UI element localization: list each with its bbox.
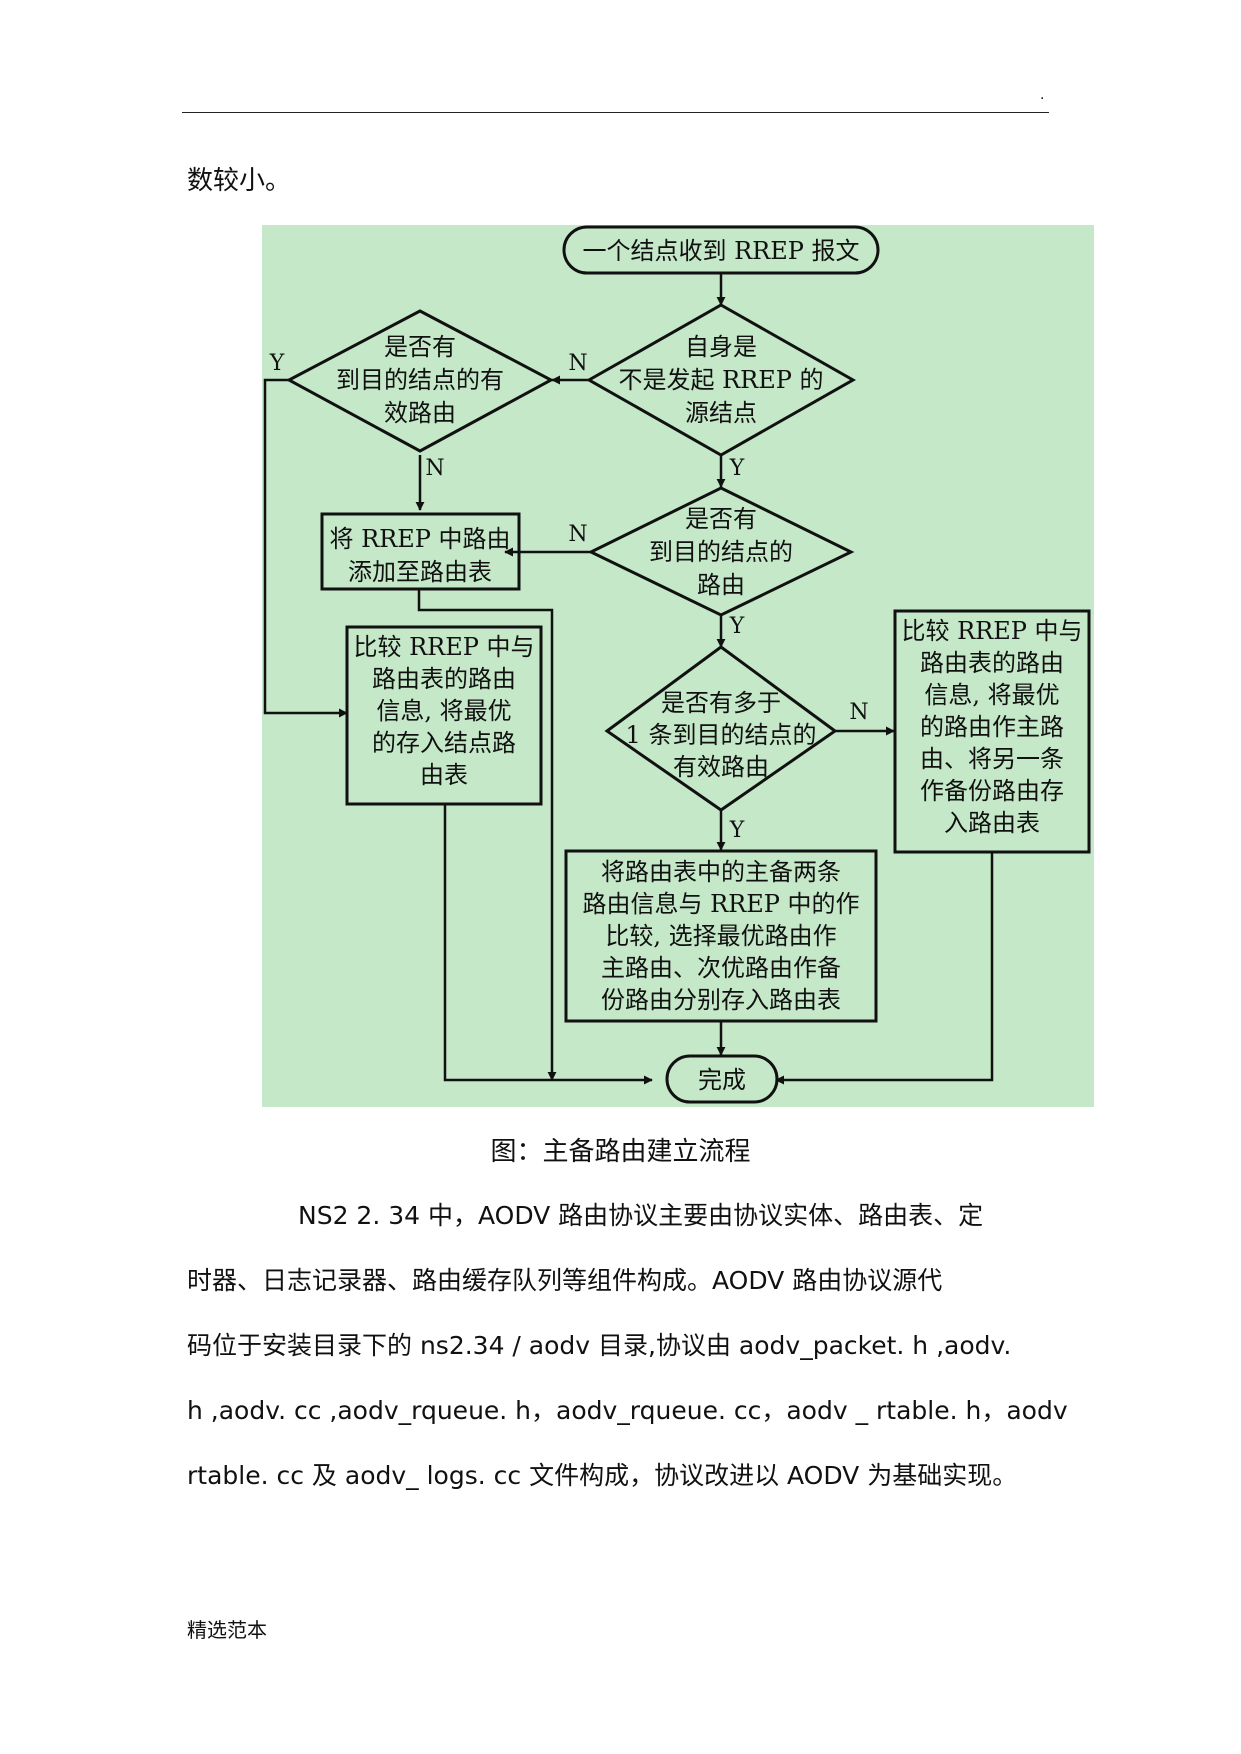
box-add-text: 将 RREP 中路由 添加至路由表 [329,525,510,586]
label-y-route: Y [729,614,745,639]
label-n-source: N [568,351,587,376]
box-compare-left [345,625,543,806]
svg-text:作备份路由存: 作备份路由存 [920,777,1064,805]
footer-text: 精选范本 [187,1618,267,1642]
svg-text:主路由、次优路由作备: 主路由、次优路由作备 [601,954,841,982]
svg-text:1 条到目的结点的: 1 条到目的结点的 [626,721,817,749]
paragraph-line: h ,aodv. cc ,aodv_rqueue. h，aodv_rqueue.… [187,1396,1068,1425]
svg-text:路由表的路由: 路由表的路由 [372,665,516,693]
svg-text:自身是: 自身是 [685,333,757,361]
figure-caption: 图：主备路由建立流程 [490,1137,751,1167]
label-n-route: N [568,522,587,547]
end-label: 完成 [698,1066,746,1094]
svg-text:路由信息与 RREP 中的作: 路由信息与 RREP 中的作 [582,890,859,918]
svg-text:由、将另一条: 由、将另一条 [920,745,1064,773]
svg-text:份路由分别存入路由表: 份路由分别存入路由表 [601,986,841,1014]
decision-has-valid-route-left [285,309,555,453]
paragraph-line: rtable. cc 及 aodv_ logs. cc 文件构成，协议改进以 A… [187,1461,1018,1490]
end-terminal [665,1054,779,1104]
svg-text:不是发起 RREP 的: 不是发起 RREP 的 [618,366,823,394]
svg-text:到目的结点的: 到目的结点的 [649,538,793,566]
decision-has-route [587,486,855,617]
intro-text: 数较小。 [187,166,292,196]
box-add-route [320,512,521,591]
svg-text:添加至路由表: 添加至路由表 [348,558,492,586]
decision-source-text: 自身是 不是发起 RREP 的 源结点 [618,333,823,427]
label-y-source: Y [729,456,745,481]
svg-text:的路由作主路: 的路由作主路 [920,713,1064,741]
label-y-left: Y [269,351,285,376]
paragraph-line: 时器、日志记录器、路由缓存队列等组件构成。AODV 路由协议源代 [187,1266,943,1295]
svg-text:有效路由: 有效路由 [673,753,769,781]
svg-text:是否有: 是否有 [685,505,757,533]
label-n-left: N [425,456,444,481]
decision-left-text: 是否有 到目的结点的有 效路由 [336,333,504,427]
svg-text:比较 RREP 中与: 比较 RREP 中与 [901,617,1082,645]
header-mark: . [1040,87,1045,103]
box-compare-right [893,609,1091,854]
label-n-multi: N [849,700,868,725]
start-label: 一个结点收到 RREP 报文 [582,237,859,265]
svg-text:是否有多于: 是否有多于 [661,689,781,717]
decision-route-text: 是否有 到目的结点的 路由 [649,505,793,599]
svg-text:信息, 将最优: 信息, 将最优 [924,681,1059,709]
svg-text:的存入结点路: 的存入结点路 [372,729,516,757]
box-compare-left-text: 比较 RREP 中与 路由表的路由 信息, 将最优 的存入结点路 由表 [353,633,534,789]
decision-multi-text: 是否有多于 1 条到目的结点的 有效路由 [626,689,817,781]
svg-text:由表: 由表 [420,761,468,789]
label-y-multi: Y [729,818,745,843]
box-compare-right-text: 比较 RREP 中与 路由表的路由 信息, 将最优 的路由作主路 由、将另一条 … [901,617,1082,837]
svg-text:将路由表中的主备两条: 将路由表中的主备两条 [601,858,841,886]
svg-text:比较 RREP 中与: 比较 RREP 中与 [353,633,534,661]
decision-multiple-routes [604,645,838,812]
flowchart-background [262,225,1094,1107]
start-terminal [562,225,880,275]
svg-text:信息, 将最优: 信息, 将最优 [376,697,511,725]
header-rule [182,112,1049,113]
svg-text:效路由: 效路由 [384,399,456,427]
box-compare-both [564,849,878,1023]
svg-text:入路由表: 入路由表 [944,809,1040,837]
svg-text:到目的结点的有: 到目的结点的有 [336,366,504,394]
svg-text:比较, 选择最优路由作: 比较, 选择最优路由作 [605,922,836,950]
box-compare-both-text: 将路由表中的主备两条 路由信息与 RREP 中的作 比较, 选择最优路由作 主路… [582,858,859,1014]
svg-text:源结点: 源结点 [685,399,757,427]
paragraph-line: 码位于安装目录下的 ns2.34 / aodv 目录,协议由 aodv_pack… [187,1331,1012,1360]
svg-text:将 RREP 中路由: 将 RREP 中路由 [329,525,510,553]
paragraph-line: NS2 2. 34 中，AODV 路由协议主要由协议实体、路由表、定 [298,1201,984,1230]
connectors [263,273,994,1085]
svg-text:路由: 路由 [697,571,745,599]
svg-text:是否有: 是否有 [384,333,456,361]
svg-text:路由表的路由: 路由表的路由 [920,649,1064,677]
decision-is-source-node [585,303,857,457]
aodv-route-flowchart: 一个结点收到 RREP 报文 自身是 不是发起 RREP 的 源结点 是否有 到… [262,225,1094,1107]
